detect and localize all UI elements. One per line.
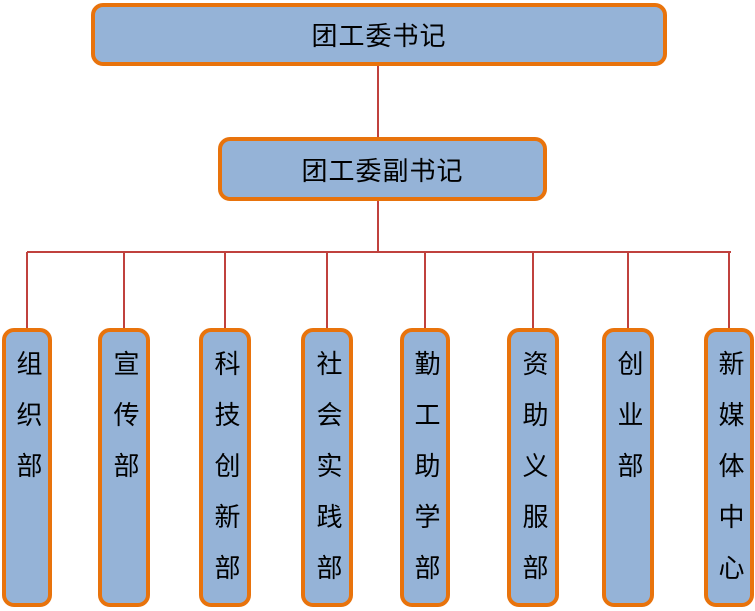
department-box-social-practice: 社会实践部 <box>301 328 353 607</box>
root-label: 团工委书记 <box>311 22 447 51</box>
department-label: 社会实践部 <box>313 350 342 605</box>
department-label: 新媒体中心 <box>715 350 744 605</box>
root-box: 团工委书记 <box>91 3 667 66</box>
department-box-work-study: 勤工助学部 <box>400 328 450 607</box>
connector-drop-1 <box>26 252 28 329</box>
connector-drop-7 <box>627 252 629 329</box>
deputy-box: 团工委副书记 <box>218 137 547 201</box>
department-label: 创业部 <box>614 350 643 503</box>
connector-root-deputy <box>377 66 379 137</box>
connector-drop-6 <box>532 252 534 329</box>
department-box-organization: 组织部 <box>2 328 52 607</box>
connector-drop-2 <box>123 252 125 329</box>
department-label: 勤工助学部 <box>411 350 440 605</box>
department-label: 资助义服部 <box>519 350 548 605</box>
department-box-new-media-center: 新媒体中心 <box>704 328 754 607</box>
connector-drop-5 <box>424 252 426 329</box>
deputy-label: 团工委副书记 <box>301 156 464 186</box>
department-label: 组织部 <box>13 350 42 503</box>
department-box-entrepreneurship: 创业部 <box>602 328 654 607</box>
department-box-sci-tech-innovation: 科技创新部 <box>199 328 251 607</box>
connector-drop-3 <box>224 252 226 329</box>
connector-drop-4 <box>326 252 328 329</box>
connector-deputy-bus <box>377 201 379 252</box>
connector-horizontal-bus <box>27 251 731 253</box>
department-box-aid-volunteer-service: 资助义服部 <box>507 328 559 607</box>
department-label: 科技创新部 <box>211 350 240 605</box>
department-label: 宣传部 <box>110 350 139 503</box>
connector-drop-8 <box>728 252 730 329</box>
department-box-publicity: 宣传部 <box>98 328 150 607</box>
